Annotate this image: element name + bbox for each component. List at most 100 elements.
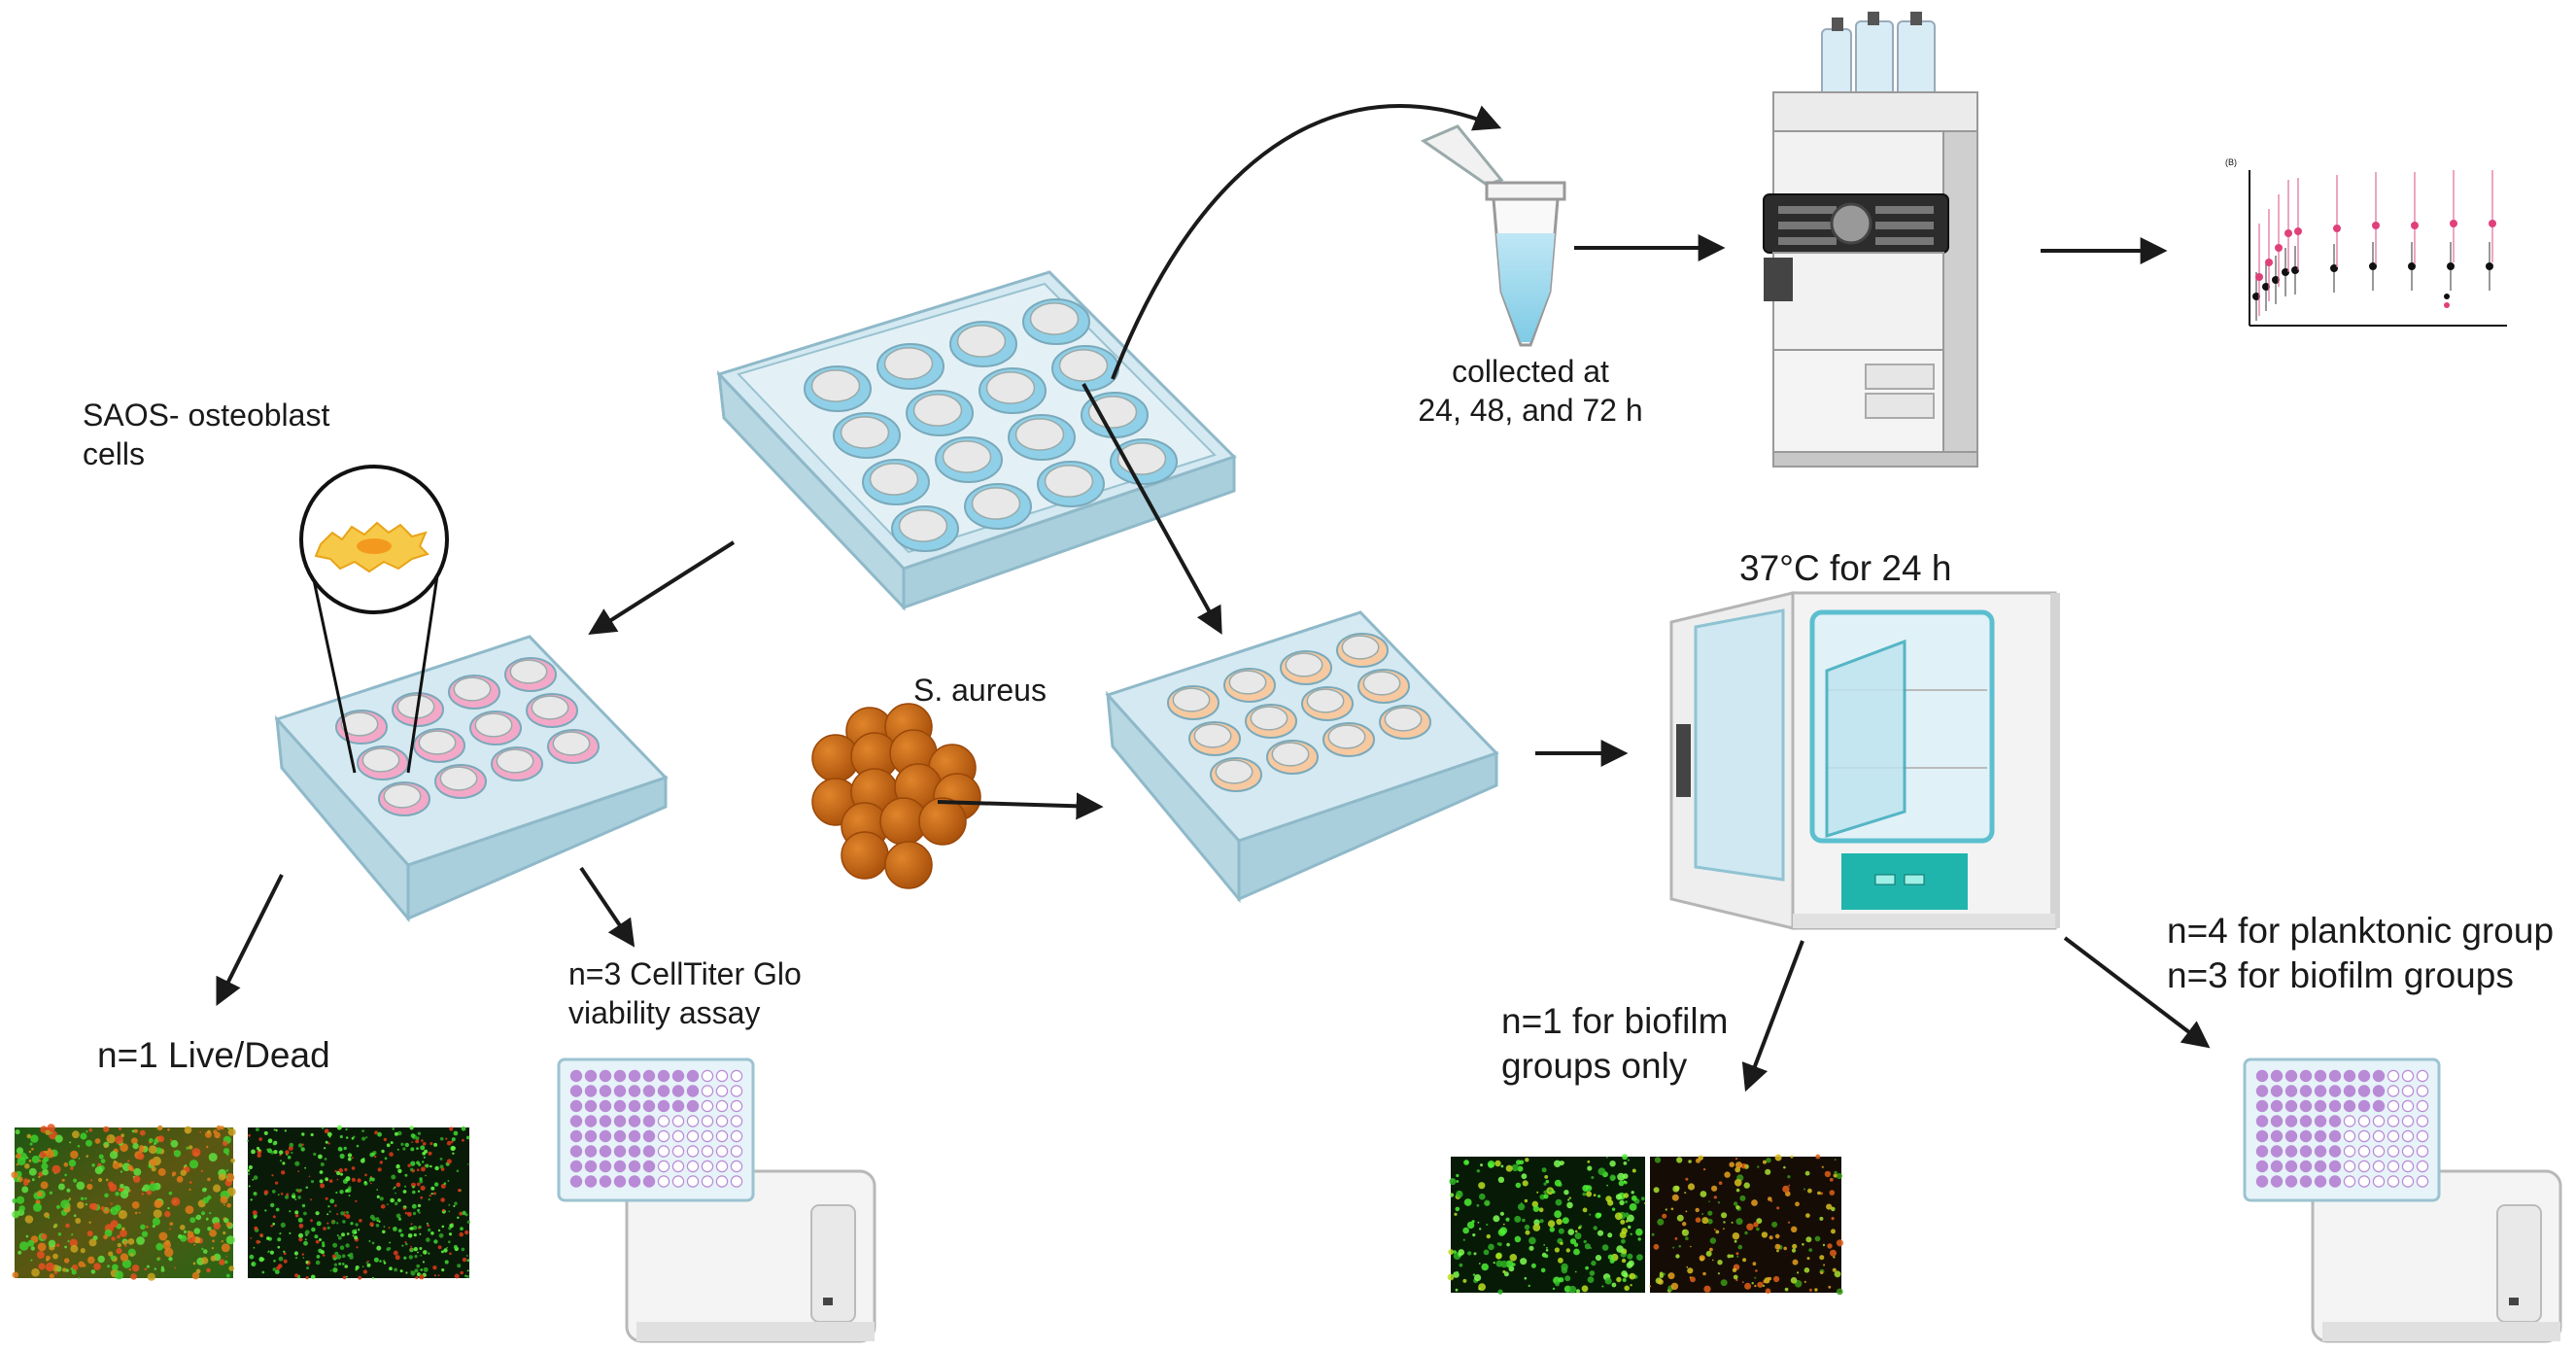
fluorescent-spot xyxy=(422,1151,427,1156)
fluorescent-spot xyxy=(428,1252,430,1255)
fluorescent-spot xyxy=(1575,1289,1581,1294)
fluorescent-spot xyxy=(1756,1227,1760,1231)
well-bottom xyxy=(942,440,992,473)
fluorescent-spot xyxy=(316,1221,322,1227)
fluorescent-spot xyxy=(1582,1192,1587,1196)
fluorescent-spot xyxy=(1736,1255,1739,1258)
reader-well xyxy=(671,1099,685,1113)
reader-well xyxy=(642,1115,656,1127)
fluorescent-spot xyxy=(300,1147,305,1152)
well-bottom xyxy=(971,487,1021,520)
chart-point-black xyxy=(2486,262,2493,270)
fluorescent-spot xyxy=(1590,1247,1592,1249)
fluorescent-spot xyxy=(144,1267,148,1271)
fluorescent-spot xyxy=(256,1239,260,1244)
fluorescent-spot xyxy=(155,1199,163,1207)
fluorescent-spot xyxy=(1776,1249,1779,1253)
reader-well xyxy=(2284,1069,2298,1083)
fluorescent-spot xyxy=(167,1206,170,1210)
fluorescent-spot xyxy=(1709,1247,1713,1252)
reader-well xyxy=(2343,1085,2356,1097)
fluorescent-spot xyxy=(282,1161,286,1165)
fluorescent-spot xyxy=(1479,1228,1482,1231)
fluorescent-spot xyxy=(225,1175,228,1178)
reader-well xyxy=(730,1085,743,1097)
fluorescent-spot xyxy=(42,1168,49,1176)
reader-well xyxy=(2299,1085,2313,1097)
fluorescent-spot xyxy=(334,1169,337,1173)
reader-well xyxy=(2387,1129,2400,1143)
reader-well xyxy=(2372,1160,2386,1173)
fluorescent-spot xyxy=(446,1246,449,1249)
fluorescent-spot xyxy=(1674,1185,1680,1192)
fluorescent-spot xyxy=(439,1164,444,1169)
fluorescent-spot xyxy=(132,1142,139,1150)
fluorescent-spot xyxy=(341,1254,346,1259)
fluorescent-spot xyxy=(73,1178,78,1183)
fluorescent-spot xyxy=(328,1179,333,1183)
fluorescent-spot xyxy=(322,1127,325,1129)
collected-label: collected at 24, 48, and 72 h xyxy=(1399,352,1662,430)
fluorescent-spot xyxy=(347,1153,353,1158)
fluorescent-spot xyxy=(252,1210,258,1216)
fluorescent-spot xyxy=(118,1210,127,1220)
fluorescent-spot xyxy=(453,1244,458,1249)
fluorescent-spot xyxy=(1528,1284,1530,1288)
fluorescent-spot xyxy=(425,1163,429,1168)
fluorescent-spot xyxy=(1651,1232,1655,1236)
fluorescent-spot xyxy=(66,1188,71,1193)
fluorescent-spot xyxy=(1611,1282,1617,1288)
fluorescent-spot xyxy=(26,1133,32,1139)
fluorescent-spot xyxy=(31,1267,40,1277)
fluorescent-spot xyxy=(1773,1275,1780,1283)
fluorescent-spot xyxy=(393,1250,398,1256)
fluorescent-spot xyxy=(94,1138,101,1144)
reader-well xyxy=(613,1175,627,1188)
fluorescent-spot xyxy=(1528,1236,1536,1245)
fluorescent-spot xyxy=(1583,1186,1586,1188)
fluorescent-spot xyxy=(459,1211,464,1216)
fluorescent-spot xyxy=(427,1224,430,1228)
fluorescent-spot xyxy=(120,1183,124,1189)
fluorescent-spot xyxy=(1560,1241,1563,1246)
fluorescent-spot xyxy=(1783,1165,1786,1169)
fluorescent-spot xyxy=(454,1201,458,1205)
fluorescent-spot xyxy=(1591,1176,1595,1179)
fluorescent-spot xyxy=(433,1192,436,1196)
fluorescent-spot xyxy=(1622,1278,1627,1282)
fluorescent-spot xyxy=(45,1129,51,1135)
fluorescent-spot xyxy=(168,1228,171,1231)
well-bottom xyxy=(474,712,513,738)
well-bottom xyxy=(340,711,379,737)
fluorescent-spot xyxy=(68,1159,77,1167)
fluorescent-spot xyxy=(86,1183,93,1191)
fluorescent-spot xyxy=(418,1162,422,1166)
fluorescent-spot xyxy=(214,1131,221,1139)
fluorescent-spot xyxy=(1717,1272,1720,1275)
reader-well xyxy=(715,1115,729,1127)
fluorescent-spot xyxy=(440,1183,446,1189)
fluorescent-spot xyxy=(1554,1210,1562,1219)
reader-well xyxy=(2357,1129,2371,1143)
fluorescent-spot xyxy=(98,1177,103,1183)
fluorescent-spot xyxy=(342,1275,347,1280)
fluorescent-spot xyxy=(294,1161,300,1166)
fluorescent-spot xyxy=(347,1157,352,1161)
fluorescent-spot xyxy=(1653,1187,1660,1194)
fluorescent-spot xyxy=(1630,1284,1632,1287)
fluorescent-spot xyxy=(395,1164,400,1169)
reader-well xyxy=(701,1145,714,1158)
fluorescent-spot xyxy=(1515,1182,1522,1189)
fluorescent-spot xyxy=(1702,1271,1706,1276)
fluorescent-spot xyxy=(298,1232,303,1238)
fluorescent-spot xyxy=(1787,1175,1791,1179)
fluorescent-spot xyxy=(466,1259,470,1263)
reader-well xyxy=(2255,1129,2269,1143)
fluorescent-spot xyxy=(289,1231,292,1234)
fluorescent-spot xyxy=(1593,1226,1597,1231)
fluorescent-spot xyxy=(1709,1237,1717,1244)
fluorescent-spot xyxy=(305,1186,309,1189)
fluorescent-spot xyxy=(1836,1288,1843,1296)
arrow-pink-plate-to-livedead xyxy=(216,874,284,1007)
fluorescent-spot xyxy=(1754,1284,1757,1288)
